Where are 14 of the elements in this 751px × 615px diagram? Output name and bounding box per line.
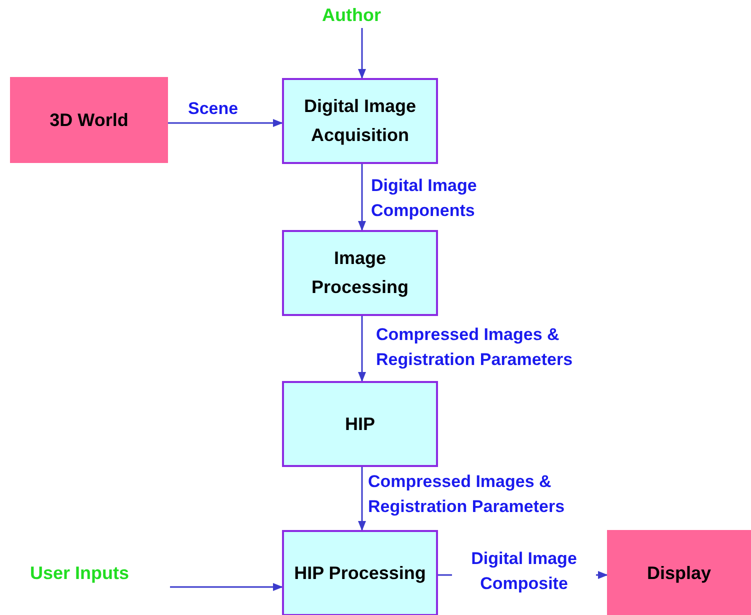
process-box: HIP [282,381,438,467]
external-entity-box: 3D World [10,77,168,163]
arrow [358,164,366,231]
external-entity-box: Display [607,530,751,615]
text-label: Author [322,3,402,27]
arrow [358,316,366,382]
process-box: Digital Image Acquisition [282,78,438,164]
arrow [168,119,283,127]
process-box: HIP Processing [282,530,438,615]
arrow [170,583,283,591]
text-label: User Inputs [30,561,162,585]
arrow [358,467,366,531]
arrow [358,28,366,79]
process-box: Image Processing [282,230,438,316]
